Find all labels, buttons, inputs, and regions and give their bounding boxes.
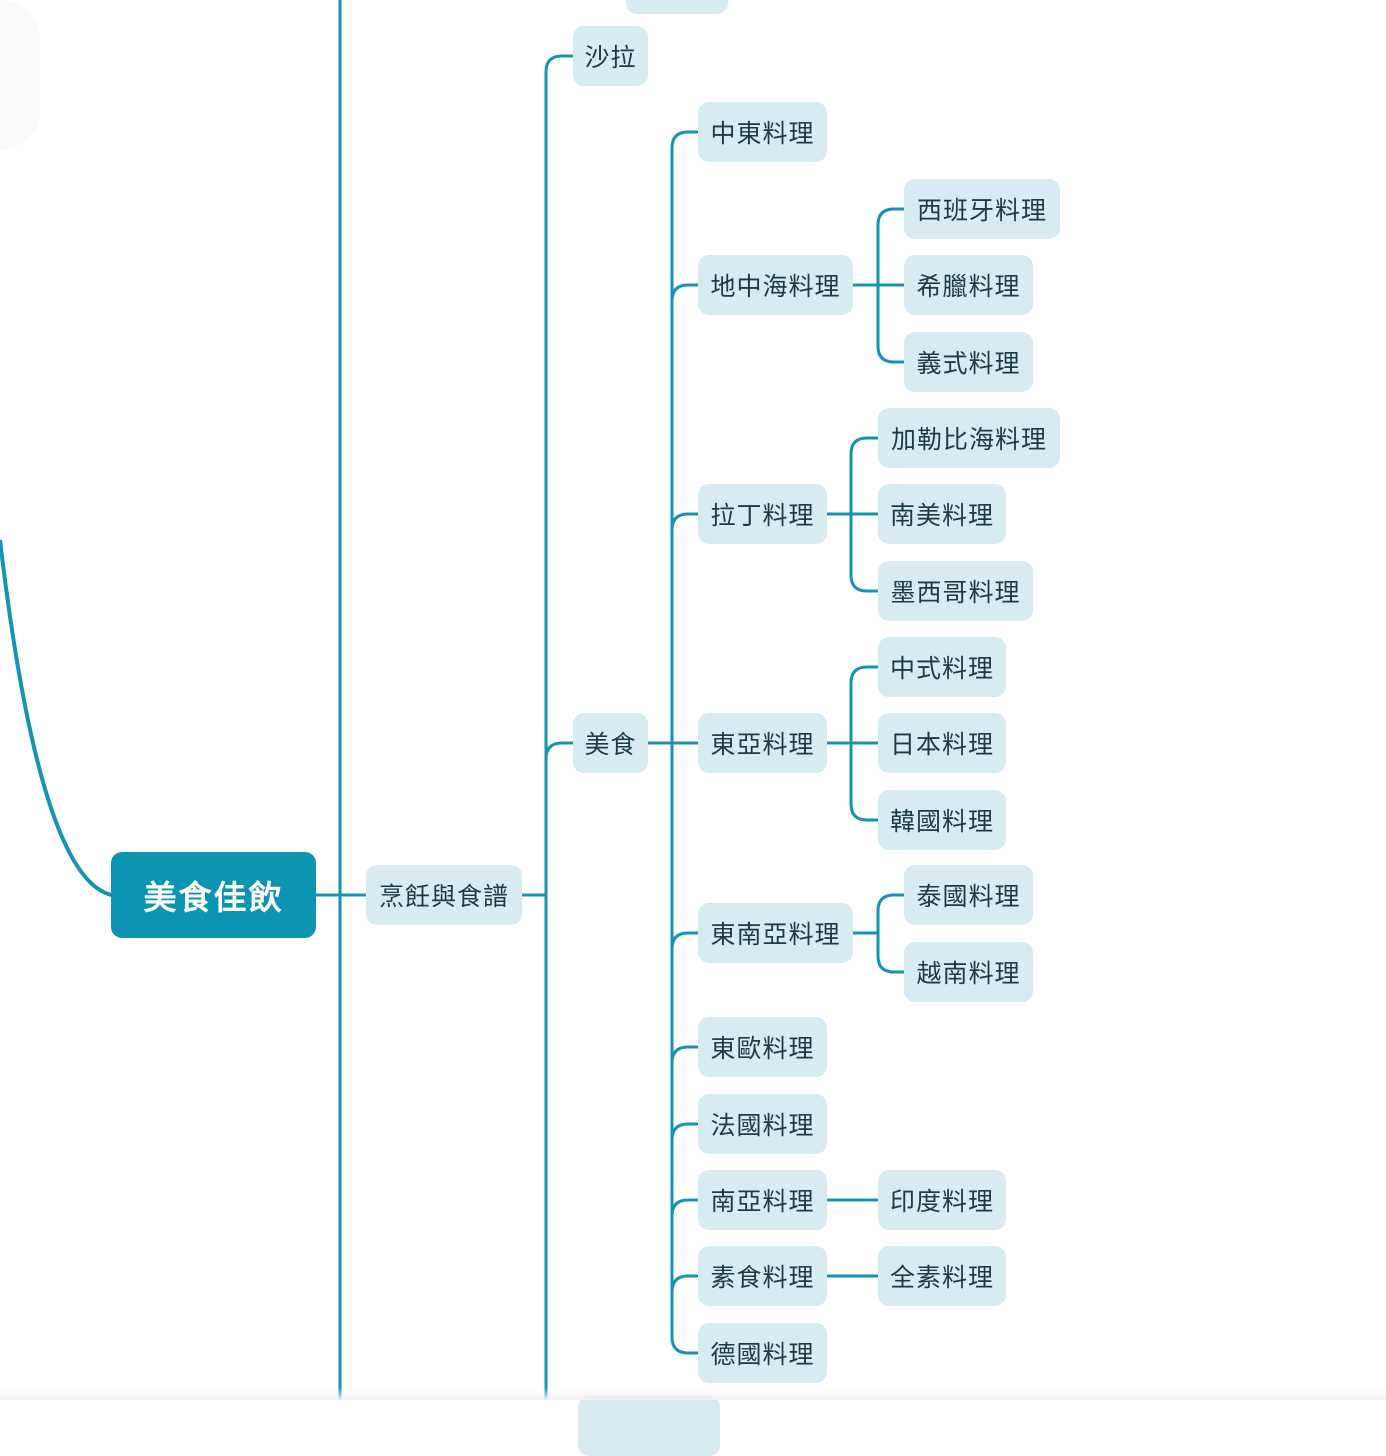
bottom-edge-shadow (0, 1388, 1386, 1400)
partial-node-bottom[interactable] (578, 1396, 720, 1456)
sub-cuisine-node-south-american[interactable]: 南美料理 (878, 484, 1006, 544)
topic-node-cuisine[interactable]: 美食 (573, 713, 648, 773)
sub-cuisine-node-indian[interactable]: 印度料理 (878, 1170, 1006, 1230)
connector-lines (0, 0, 904, 1400)
cuisine-node-german[interactable]: 德國料理 (698, 1323, 827, 1383)
branch-node-cooking-recipes[interactable]: 烹飪與食譜 (366, 865, 522, 925)
cuisine-node-eastern-european[interactable]: 東歐料理 (698, 1017, 827, 1077)
root-node[interactable]: 美食佳飲 (111, 852, 316, 938)
cuisine-node-vegetarian[interactable]: 素食料理 (698, 1246, 827, 1306)
sub-cuisine-node-greek[interactable]: 希臘料理 (904, 255, 1033, 315)
cuisine-node-southeast-asian[interactable]: 東南亞料理 (698, 903, 853, 963)
sub-cuisine-node-japanese[interactable]: 日本料理 (878, 713, 1006, 773)
cuisine-node-mediterranean[interactable]: 地中海料理 (698, 255, 853, 315)
sub-cuisine-node-spanish[interactable]: 西班牙料理 (904, 179, 1060, 239)
sub-cuisine-node-mexican[interactable]: 墨西哥料理 (878, 561, 1033, 621)
cuisine-node-middle-east[interactable]: 中東料理 (698, 102, 827, 162)
cuisine-node-east-asian[interactable]: 東亞料理 (698, 713, 827, 773)
sub-cuisine-node-italian[interactable]: 義式料理 (904, 332, 1033, 392)
offscreen-node-shadow (0, 0, 40, 150)
sub-cuisine-node-korean[interactable]: 韓國料理 (878, 790, 1006, 850)
cuisine-node-south-asian[interactable]: 南亞料理 (698, 1170, 827, 1230)
sub-cuisine-node-vegan[interactable]: 全素料理 (878, 1246, 1006, 1306)
sub-cuisine-node-vietnamese[interactable]: 越南料理 (904, 942, 1033, 1002)
sub-cuisine-node-caribbean[interactable]: 加勒比海料理 (878, 408, 1060, 468)
partial-node-top[interactable] (626, 0, 728, 14)
sub-cuisine-node-chinese[interactable]: 中式料理 (878, 637, 1006, 697)
cuisine-node-latin[interactable]: 拉丁料理 (698, 484, 827, 544)
cuisine-node-french[interactable]: 法國料理 (698, 1094, 827, 1154)
sub-cuisine-node-thai[interactable]: 泰國料理 (904, 865, 1033, 925)
topic-node-salad[interactable]: 沙拉 (573, 26, 648, 86)
